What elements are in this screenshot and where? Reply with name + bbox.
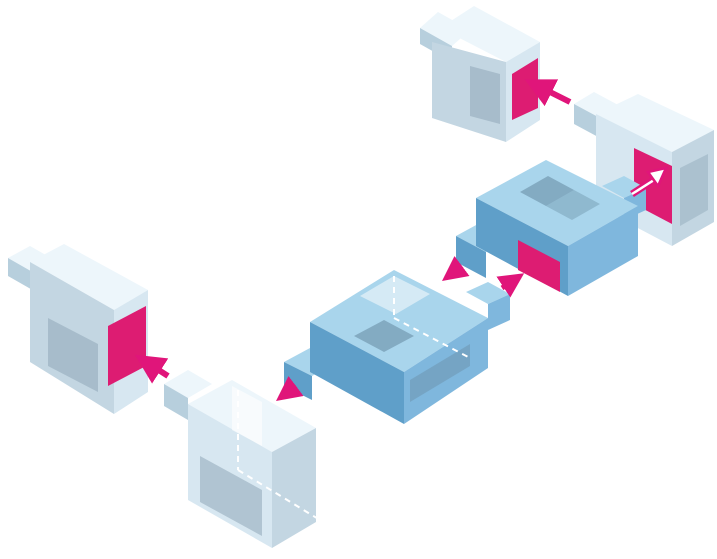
open-corner (232, 386, 262, 446)
arrow-right-pair (630, 166, 669, 197)
block-left (310, 322, 404, 424)
panel-pattern (680, 154, 708, 226)
block-top (476, 160, 638, 246)
dashed-edge-2 (237, 469, 321, 521)
arrow-top-pair (524, 79, 572, 107)
arrow-hub-to-tab (442, 256, 470, 281)
tab-front (164, 384, 188, 420)
top-pattern (520, 176, 574, 206)
arrow-bottom-pair (276, 376, 304, 401)
connector-face (518, 240, 560, 292)
panel-pattern (410, 344, 470, 402)
lower-center-hub-block (284, 270, 510, 424)
upper-center-hub-block (456, 160, 646, 296)
top-right-end-block (420, 6, 540, 142)
block-right (272, 428, 316, 548)
tab-front (574, 104, 600, 138)
bottom-end-block (164, 370, 321, 548)
block-top (596, 94, 714, 152)
block-right (568, 206, 638, 296)
side-tab-top (466, 282, 510, 304)
arrows (134, 79, 669, 401)
block-top (440, 6, 540, 62)
top-pattern-2 (546, 190, 600, 220)
right-end-block (574, 92, 714, 246)
top-pattern (354, 320, 414, 352)
arrow-left-pair (134, 354, 170, 384)
left-end-block (8, 244, 148, 414)
panel-pattern (470, 66, 500, 124)
panel-pattern (200, 456, 262, 536)
block-top (30, 244, 148, 310)
front-tab-front (456, 236, 486, 278)
panel-pattern (48, 318, 98, 392)
block-right (672, 130, 714, 246)
arrow-tab-to-hub (496, 273, 525, 298)
dashed-edge-2 (393, 317, 471, 359)
side-tab-front (488, 294, 510, 330)
tab-front (8, 258, 36, 292)
open-corner (360, 276, 430, 314)
block-right (404, 318, 488, 424)
